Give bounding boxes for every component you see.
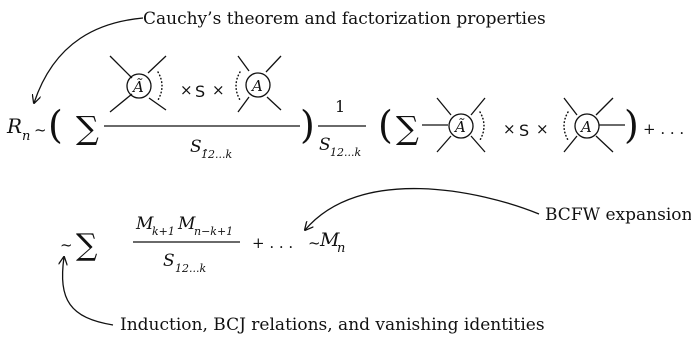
sum-2: ∑ <box>396 109 419 147</box>
M-k1-sub: k+1 <box>152 225 175 238</box>
rhs-M-subscript: n <box>337 241 345 256</box>
denominator-S-hat: S <box>190 137 202 157</box>
plus-dots-1: + . . . <box>643 120 684 138</box>
big-paren-left-1: ( <box>48 103 63 147</box>
times-3: × <box>503 120 516 138</box>
denominator-sub-row2: 12...k <box>175 262 206 275</box>
product-S-2: S <box>519 121 529 140</box>
blob-tilde-A-2: Ã <box>422 97 486 153</box>
big-paren-right-2: ) <box>624 103 639 147</box>
annotation-induction: Induction, BCJ relations, and vanishing … <box>120 315 545 335</box>
arrow-cauchy <box>34 17 144 103</box>
lhs-R-subscript: n <box>22 129 30 144</box>
fraction-numerator-1: 1 <box>335 97 345 116</box>
fraction-denominator-sub: 12...k <box>330 146 361 159</box>
sum-3: ∑ <box>76 228 98 263</box>
tilde-1: ~ <box>34 121 47 139</box>
tilde-2: ~ <box>60 236 73 254</box>
times-2: × <box>212 81 225 99</box>
blob-A-1: A <box>235 55 282 113</box>
big-paren-right-1: ) <box>300 103 315 147</box>
annotation-cauchy: Cauchy’s theorem and factorization prope… <box>143 9 546 29</box>
tilde-3: ~ <box>308 234 321 252</box>
svg-text:Ã: Ã <box>131 78 144 96</box>
blob-tilde-A-1: Ã <box>109 55 167 113</box>
svg-text:Ã: Ã <box>453 118 466 136</box>
annotation-bcfw: BCFW expansion <box>545 205 691 225</box>
blob-A-2: A <box>563 97 625 153</box>
svg-text:A: A <box>579 118 592 136</box>
M-nk1-sub: n−k+1 <box>194 225 233 238</box>
times-1: × <box>180 81 193 99</box>
arrow-induction <box>63 257 114 326</box>
M-nk1: M <box>177 214 196 234</box>
plus-dots-2: + . . . <box>252 234 293 252</box>
svg-text:A: A <box>250 77 263 95</box>
arrow-bcfw <box>305 187 540 230</box>
lhs-R: R <box>6 114 22 138</box>
rhs-M: M <box>319 229 340 251</box>
product-S-1: S <box>195 82 205 101</box>
big-paren-left-2: ( <box>378 103 393 147</box>
denominator-hat-sub: 1̂2...k <box>201 148 232 161</box>
sum-1: ∑ <box>76 109 99 147</box>
fraction-denominator-S: S <box>319 135 331 155</box>
times-4: × <box>536 120 549 138</box>
denominator-S-row2: S <box>163 251 175 271</box>
M-k1: M <box>135 214 154 234</box>
